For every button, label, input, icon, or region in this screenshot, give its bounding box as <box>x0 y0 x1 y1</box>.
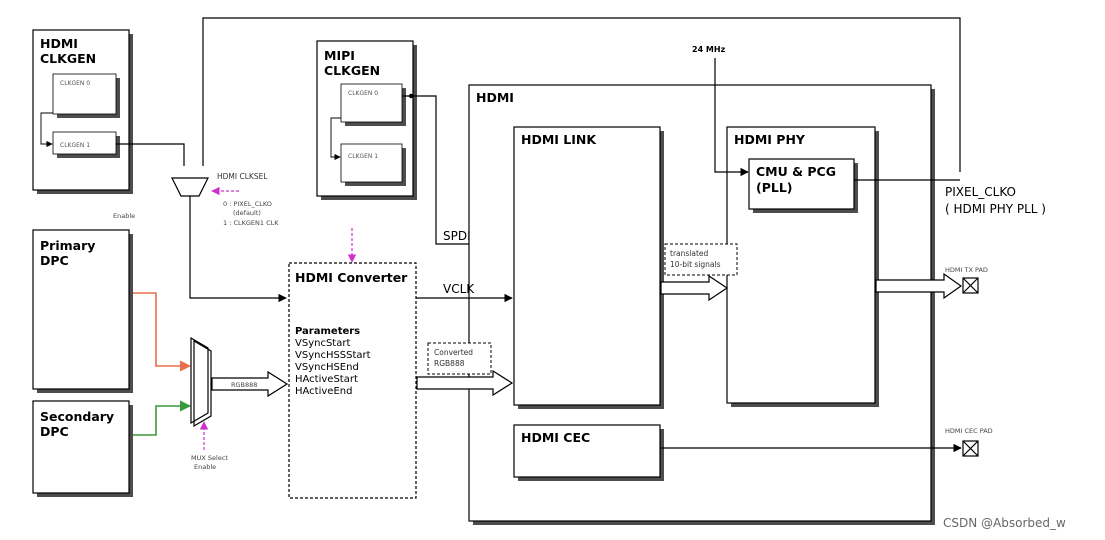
mux-select-label-2: Enable <box>194 463 216 471</box>
mux-select-label-1: MUX Select <box>191 454 228 462</box>
converted-label-2: RGB888 <box>434 359 465 368</box>
hdmi-clkgen-block: HDMI CLKGEN CLKGEN 0 CLKGEN 1 <box>32 29 133 194</box>
param-4: HActiveEnd <box>295 386 352 397</box>
converted-rgb888-arrow <box>416 369 514 397</box>
primary-dpc-title-1: Primary <box>40 238 95 253</box>
param-0: VSyncStart <box>295 338 350 349</box>
translated-label-2: 10-bit signals <box>670 260 721 269</box>
vclk-label: VCLK <box>443 282 475 296</box>
cmu-pcg-title-1: CMU & PCG <box>756 164 836 179</box>
secondary-dpc-title-2: DPC <box>40 424 69 439</box>
hdmi-clkgen-title-1: HDMI <box>40 36 78 51</box>
rgb888-label: RGB888 <box>231 381 257 389</box>
primary-dpc-block: Primary DPC <box>32 229 133 393</box>
parameters-title: Parameters <box>295 326 360 337</box>
hdmi-clkgen1-label: CLKGEN 1 <box>60 142 90 149</box>
cec-pad-label: HDMI CEC PAD <box>945 427 993 435</box>
clkgen1-to-clksel-wire <box>116 143 185 166</box>
mhz-wire <box>714 58 749 177</box>
tx-pad-arrow <box>875 272 963 300</box>
primary-dpc-path <box>133 292 192 372</box>
param-1: VSyncHSSStart <box>295 350 371 361</box>
cec-pad-icon <box>962 440 979 457</box>
clksel-to-converter-wire <box>189 196 287 303</box>
tx-pad-label: HDMI TX PAD <box>945 266 988 274</box>
hdmi-phy-pll-label: ( HDMI PHY PLL ) <box>945 202 1046 216</box>
secondary-dpc-path <box>133 400 192 436</box>
hdmi-converter-block: HDMI Converter Parameters VSyncStart VSy… <box>288 262 417 499</box>
mipi-clkgen0-label: CLKGEN 0 <box>348 90 378 97</box>
mhz-label: 24 MHz <box>692 45 726 54</box>
mipi-clkgen-title-2: CLKGEN <box>324 63 380 78</box>
watermark: CSDN @Absorbed_w <box>943 516 1066 530</box>
clksel-option-0-default: (default) <box>233 209 261 217</box>
hdmi-title: HDMI <box>476 90 514 105</box>
translated-signals-arrow <box>660 274 729 302</box>
hdmi-clkgen-title-2: CLKGEN <box>40 51 96 66</box>
cmu-pcg-title-2: (PLL) <box>756 180 793 195</box>
pixel-clko-feedback-wire <box>202 17 961 172</box>
converted-rgb888-note <box>427 342 492 375</box>
hdmi-link-title: HDMI LINK <box>521 132 597 147</box>
secondary-dpc-block: Secondary DPC <box>32 400 133 497</box>
hdmi-clksel-mux <box>171 177 209 197</box>
hdmi-phy-title: HDMI PHY <box>734 132 806 147</box>
primary-dpc-title-2: DPC <box>40 253 69 268</box>
hdmi-clksel-label: HDMI CLKSEL <box>217 172 268 181</box>
mipi-clkgen-block: MIPI CLKGEN CLKGEN 0 CLKGEN 1 <box>316 40 417 200</box>
clksel-option-1: 1 : CLKGEN1 CLK <box>223 219 279 227</box>
cmu-pcg-block: CMU & PCG (PLL) <box>748 158 858 213</box>
hdmi-cec-title: HDMI CEC <box>521 430 590 445</box>
hdmi-clkgen0-label: CLKGEN 0 <box>60 80 90 87</box>
mipi-clkgen1-label: CLKGEN 1 <box>348 153 378 160</box>
hdmi-cec-block: HDMI CEC <box>513 424 664 481</box>
hdmi-converter-title: HDMI Converter <box>295 270 408 285</box>
enable-label: Enable <box>113 212 135 220</box>
param-2: VSyncHSEnd <box>295 362 359 373</box>
pixel-clko-label: PIXEL_CLKO <box>945 185 1016 199</box>
tx-pad-icon <box>962 277 979 294</box>
clksel-option-0: 0 : PIXEL_CLKO <box>223 200 272 208</box>
hdmi-link-block: HDMI LINK <box>513 126 664 409</box>
mipi-clkgen-title-1: MIPI <box>324 48 355 63</box>
translated-signals-note <box>664 243 738 276</box>
rgb888-arrow <box>211 370 289 398</box>
converted-label-1: Converted <box>434 348 473 357</box>
dpc-select-mux <box>193 339 212 428</box>
param-3: HActiveStart <box>295 374 358 385</box>
secondary-dpc-title-1: Secondary <box>40 409 114 424</box>
translated-label-1: translated <box>670 249 709 258</box>
